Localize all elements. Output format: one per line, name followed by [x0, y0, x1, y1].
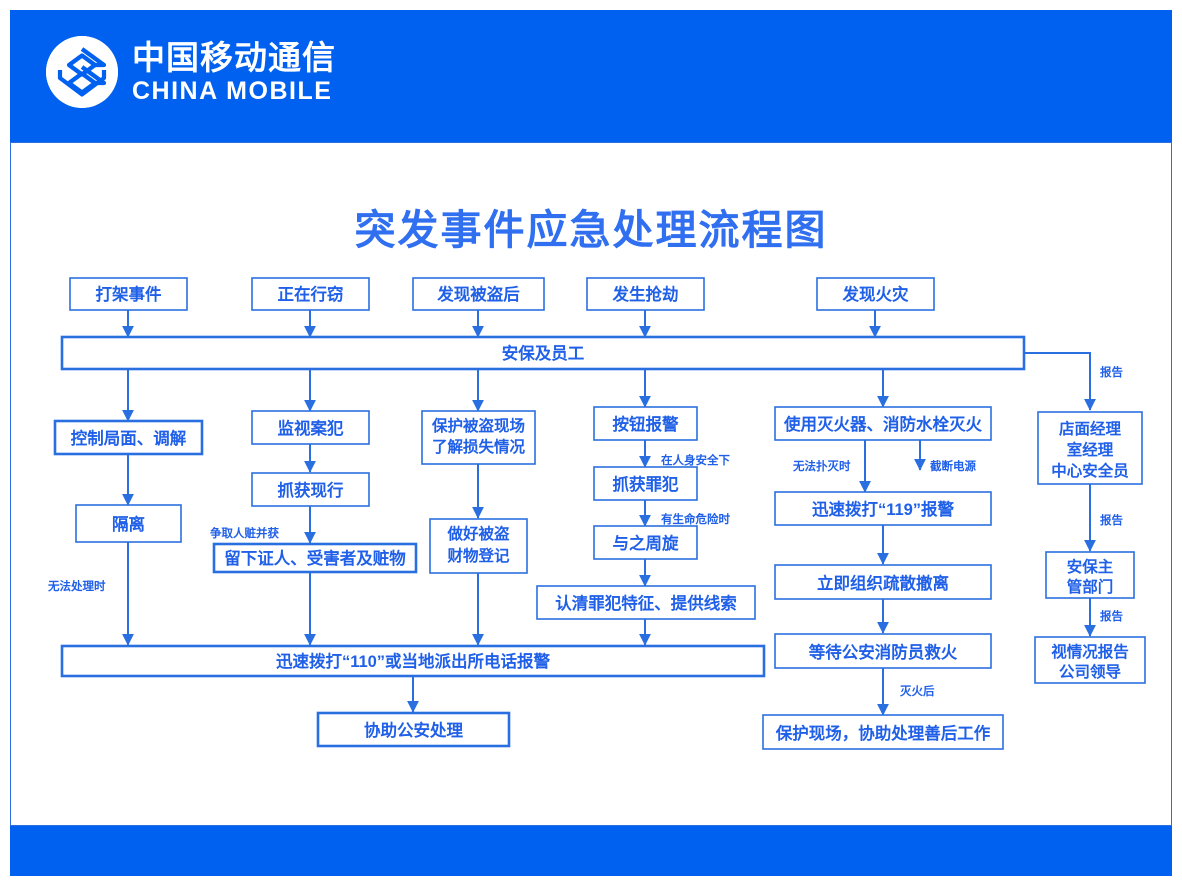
node-label: 与之周旋	[613, 533, 680, 553]
node-f1[interactable]: 店面经理 室经理 中心安全员	[1037, 411, 1143, 485]
node-label: 抓获现行	[278, 480, 345, 500]
node-label: 使用灭火器、消防水栓灭火	[783, 414, 983, 434]
edge-label-catch-with-goods: 争取人赃并获	[210, 526, 279, 540]
node-d3[interactable]: 与之周旋	[593, 525, 698, 560]
node-n3[interactable]: 发现被盗后	[412, 277, 545, 311]
node-label: 监视案犯	[278, 418, 345, 438]
node-label: 安保及员工	[502, 343, 585, 363]
node-label: 打架事件	[96, 284, 163, 304]
node-label: 发生抢劫	[612, 284, 679, 304]
node-a2[interactable]: 隔离	[75, 504, 182, 543]
node-label-line1: 店面经理	[1059, 419, 1122, 438]
edge-label-cut-power: 截断电源	[930, 459, 976, 473]
node-d4[interactable]: 认清罪犯特征、提供线索	[536, 585, 756, 620]
brand-logo: 中国移动通信 CHINA MOBILE	[46, 36, 336, 108]
node-label-line2: 财物登记	[447, 546, 510, 565]
edge-label-after-fire-out: 灭火后	[899, 684, 935, 698]
node-label: 立即组织疏散撤离	[817, 573, 949, 593]
node-e5[interactable]: 保护现场，协助处理善后工作	[762, 714, 1004, 750]
node-n2[interactable]: 正在行窃	[251, 277, 370, 311]
node-label: 隔离	[112, 514, 145, 534]
china-mobile-logo-icon	[46, 36, 118, 108]
node-c1[interactable]: 保护被盗现场 了解损失情况	[421, 410, 536, 465]
node-a1[interactable]: 控制局面、调解	[53, 419, 204, 456]
edge-label-hub-to-manager: 报告	[1100, 365, 1123, 379]
node-label: 控制局面、调解	[71, 428, 187, 448]
connector-group-col-e	[859, 440, 926, 716]
node-d2[interactable]: 抓获罪犯	[593, 466, 698, 501]
node-label-line2: 室经理	[1067, 440, 1114, 459]
node-e1[interactable]: 使用灭火器、消防水栓灭火	[774, 406, 992, 441]
node-label-line1: 保护被盗现场	[431, 416, 525, 435]
node-label: 发现被盗后	[436, 284, 520, 304]
header-band	[10, 10, 1172, 142]
footer-band	[10, 826, 1172, 876]
node-b3[interactable]: 留下证人、受害者及赃物	[212, 542, 418, 574]
node-label: 等待公安消防员救火	[809, 642, 958, 662]
node-n5[interactable]: 发现火灾	[816, 277, 935, 311]
node-label: 保护现场，协助处理善后工作	[775, 723, 991, 743]
node-label: 认清罪犯特征、提供线索	[555, 593, 737, 613]
node-label-line2: 管部门	[1067, 577, 1114, 596]
edge-label-manager-to-dept: 报告	[1100, 513, 1123, 527]
node-n4[interactable]: 发生抢劫	[586, 277, 705, 311]
edge-label-personal-safety: 在人身安全下	[661, 453, 730, 467]
node-f2[interactable]: 安保主 管部门	[1045, 551, 1135, 599]
edge-label-dept-to-leader: 报告	[1100, 609, 1123, 623]
node-label: 按钮报警	[613, 414, 680, 434]
node-label: 迅速拨打“110”或当地派出所电话报警	[276, 651, 551, 671]
node-label: 抓获罪犯	[613, 474, 680, 494]
node-label: 迅速拨打“119”报警	[812, 499, 955, 519]
node-e2[interactable]: 迅速拨打“119”报警	[774, 491, 992, 526]
node-label-line1: 做好被盗	[446, 524, 510, 543]
node-g2[interactable]: 协助公安处理	[316, 711, 511, 748]
node-f3[interactable]: 视情况报告 公司领导	[1034, 636, 1146, 684]
node-d1[interactable]: 按钮报警	[593, 406, 698, 441]
node-b1[interactable]: 监视案犯	[251, 410, 370, 445]
node-hub[interactable]: 安保及员工	[60, 335, 1026, 371]
node-label-line1: 视情况报告	[1051, 642, 1129, 661]
content-frame	[10, 142, 1172, 826]
node-label: 留下证人、受害者及赃物	[224, 548, 406, 568]
node-label: 协助公安处理	[364, 720, 464, 740]
node-c2[interactable]: 做好被盗 财物登记	[429, 518, 528, 574]
node-label-line3: 中心安全员	[1051, 461, 1129, 480]
node-label: 正在行窃	[278, 284, 344, 304]
connector-group-triggers	[122, 310, 881, 338]
node-e4[interactable]: 等待公安消防员救火	[774, 633, 992, 669]
edge-label-life-danger: 有生命危险时	[661, 512, 730, 526]
node-e3[interactable]: 立即组织疏散撤离	[774, 564, 992, 600]
node-g1[interactable]: 迅速拨打“110”或当地派出所电话报警	[60, 644, 766, 678]
node-n1[interactable]: 打架事件	[69, 277, 188, 311]
node-b2[interactable]: 抓获现行	[251, 472, 370, 507]
edge-label-cannot-handle: 无法处理时	[47, 579, 106, 593]
node-label-line2: 公司领导	[1059, 662, 1121, 681]
node-label: 发现火灾	[842, 284, 910, 304]
brand-name-en: CHINA MOBILE	[132, 76, 333, 105]
connector-group-hub-out	[122, 352, 1096, 422]
node-label-line2: 了解损失情况	[432, 437, 526, 456]
edge-label-cannot-extinguish: 无法扑灭时	[792, 459, 851, 473]
page-title: 突发事件应急处理流程图	[354, 207, 828, 253]
node-label-line1: 安保主	[1067, 557, 1114, 576]
brand-name-cn: 中国移动通信	[132, 38, 336, 76]
